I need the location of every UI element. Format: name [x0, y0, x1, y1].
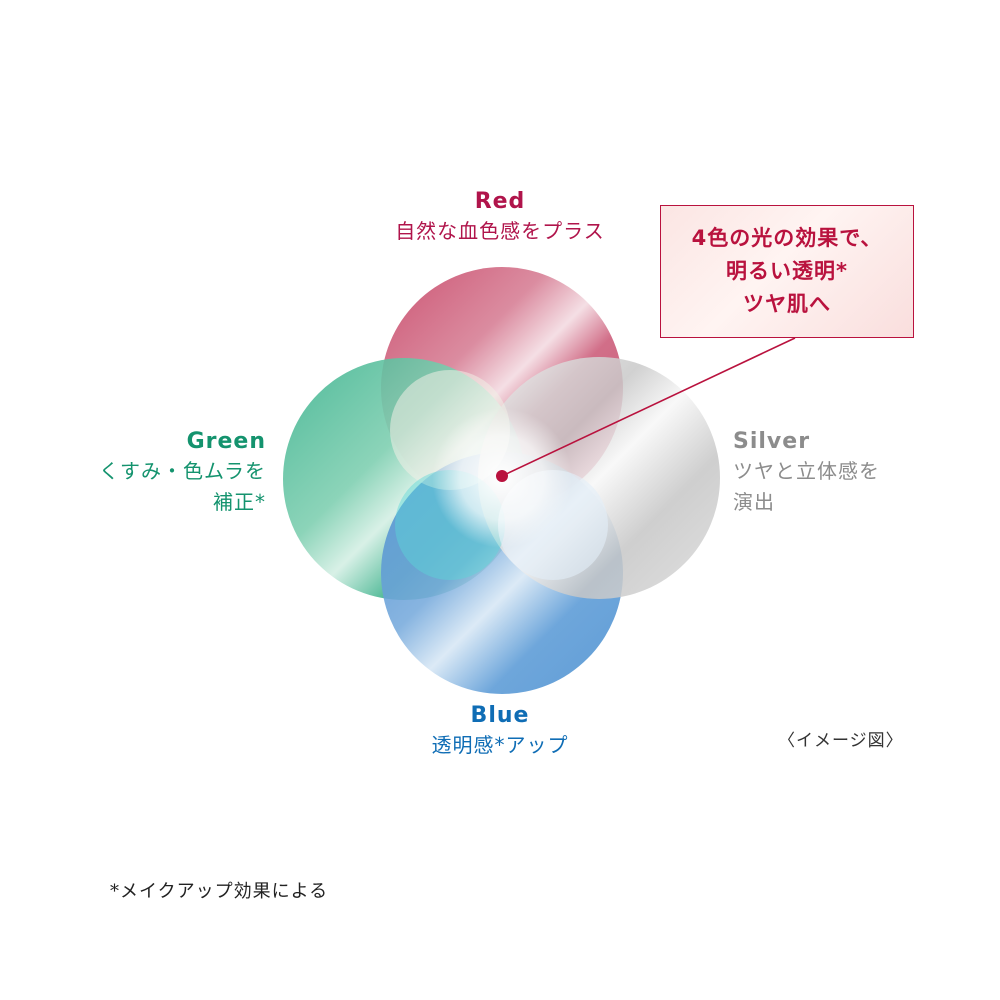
red-label: Red 自然な血色感をプラス: [340, 188, 660, 247]
silver-label-name: Silver: [733, 429, 811, 454]
callout-line-1: 4色の光の効果で、: [691, 226, 883, 250]
red-label-name: Red: [474, 189, 526, 214]
callout-pointer-line: [501, 337, 796, 477]
blue-label-description: 透明感*アップ: [431, 733, 569, 757]
callout-line-2: 明るい透明*: [726, 259, 848, 283]
green-label-description-line2: 補正*: [213, 490, 266, 514]
green-label-description-line1: くすみ・色ムラを: [99, 459, 266, 483]
blue-label-name: Blue: [470, 703, 530, 728]
silver-label-description-line1: ツヤと立体感を: [733, 459, 880, 483]
callout-line-3: ツヤ肌へ: [743, 292, 831, 316]
green-label-name: Green: [186, 429, 266, 454]
callout-box: 4色の光の効果で、 明るい透明* ツヤ肌へ: [660, 205, 914, 338]
blue-label: Blue 透明感*アップ: [340, 702, 660, 761]
green-label: Green くすみ・色ムラを 補正*: [40, 428, 266, 518]
image-note: 〈イメージ図〉: [778, 731, 904, 751]
silver-label-description-line2: 演出: [733, 490, 775, 514]
red-label-description: 自然な血色感をプラス: [395, 219, 605, 243]
silver-label: Silver ツヤと立体感を 演出: [733, 428, 973, 518]
footnote: *メイクアップ効果による: [110, 881, 329, 902]
callout-pointer-dot: [496, 470, 508, 482]
